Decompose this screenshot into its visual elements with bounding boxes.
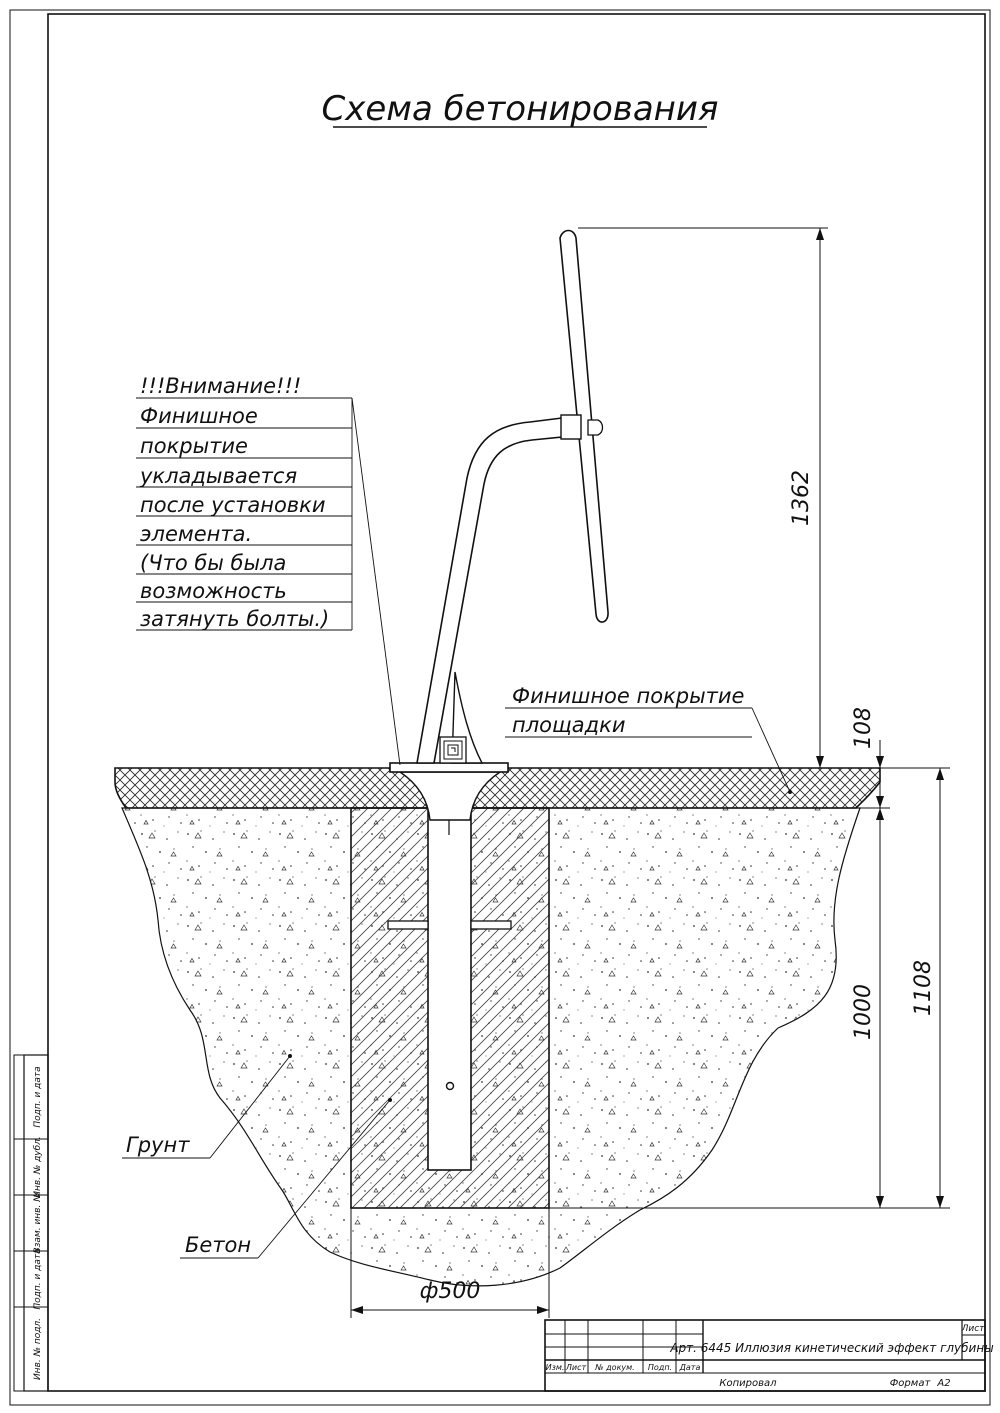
dim-depth-group: 108 1000 1108 [549,707,950,1209]
tb-col-izm: Изм. [546,1363,565,1372]
base-flange-cone [397,771,503,821]
stamp-dup-no: Инв. № дубл. [33,1136,43,1198]
tb-format-value: А2 [936,1378,950,1389]
base-plate [389,762,509,773]
dim-1362-label: 1362 [789,470,814,526]
warning-line-8: возможность [140,579,287,603]
tb-col-date: Дата [679,1363,701,1372]
anchor-bar-right [470,920,512,930]
tb-copied: Копировал [719,1378,777,1389]
anchor-bar-left [387,920,429,930]
side-stamp: Подп. и дата Инв. № дубл. Взам. инв. № П… [13,1054,49,1392]
dim-diameter: ф500 [350,1208,550,1318]
panel-bolt [587,419,604,436]
warning-line-9: затянуть болты.) [140,607,329,631]
tb-format-label: Формат [890,1378,932,1389]
outer-frame [9,9,991,1406]
stamp-original-no: Инв. № подл. [33,1318,43,1380]
logo-pattern-icon [443,740,463,760]
finish-coating-callout: Финишное покрытие площадки [505,684,792,794]
tb-designation: Арт. 6445 Иллюзия кинетический эффект гл… [669,1341,993,1355]
warning-leader [351,397,401,766]
warning-line-5: после установки [140,493,326,517]
tb-sheet-label: Лист [961,1324,986,1334]
tb-col-sign: Подп. [648,1363,672,1372]
soil-callout: Грунт [122,1054,292,1159]
stamp-replace-no: Взам. инв. № [33,1192,43,1253]
inner-frame [47,13,986,1392]
concrete-label: Бетон [185,1233,251,1257]
warning-line-7: (Что бы была [140,551,286,575]
soil-label: Грунт [126,1133,190,1157]
panel-mount [560,414,582,440]
tb-col-doc: № докум. [594,1363,634,1372]
finish-label-line-1: Финишное покрытие [512,684,744,708]
concrete-callout: Бетон [180,1098,392,1259]
warning-line-3: покрытие [140,434,248,458]
mirror-panel [559,229,609,623]
upright-tube [416,417,563,764]
title-block: Изм. Лист № докум. Подп. Дата Арт. 6445 … [544,1319,994,1392]
post-hole [445,1081,455,1091]
warning-line-1: !!!Внимание!!! [140,374,301,398]
tb-col-list: Лист [565,1363,587,1372]
finish-coating-layer [114,767,881,809]
stamp-sign-date-1: Подп. и дата [33,1066,43,1127]
warning-line-2: Финишное [140,404,258,428]
dim-diameter-label: ф500 [420,1279,481,1304]
warning-note: !!!Внимание!!! Финишное покрытие укладыв… [136,374,401,766]
drawing-title: Схема бетонирования [322,89,719,129]
stamp-sign-date-2: Подп. и дата [33,1248,43,1309]
dim-1000-label: 1000 [851,984,876,1040]
warning-line-6: элемента. [140,522,252,546]
warning-line-4: укладывается [139,464,297,488]
embedded-post [427,779,472,1171]
finish-label-line-2: площадки [512,713,626,737]
dim-108-label: 108 [851,707,876,749]
dim-height-1362: 1362 [578,227,828,768]
dim-1108-label: 1108 [911,960,936,1016]
